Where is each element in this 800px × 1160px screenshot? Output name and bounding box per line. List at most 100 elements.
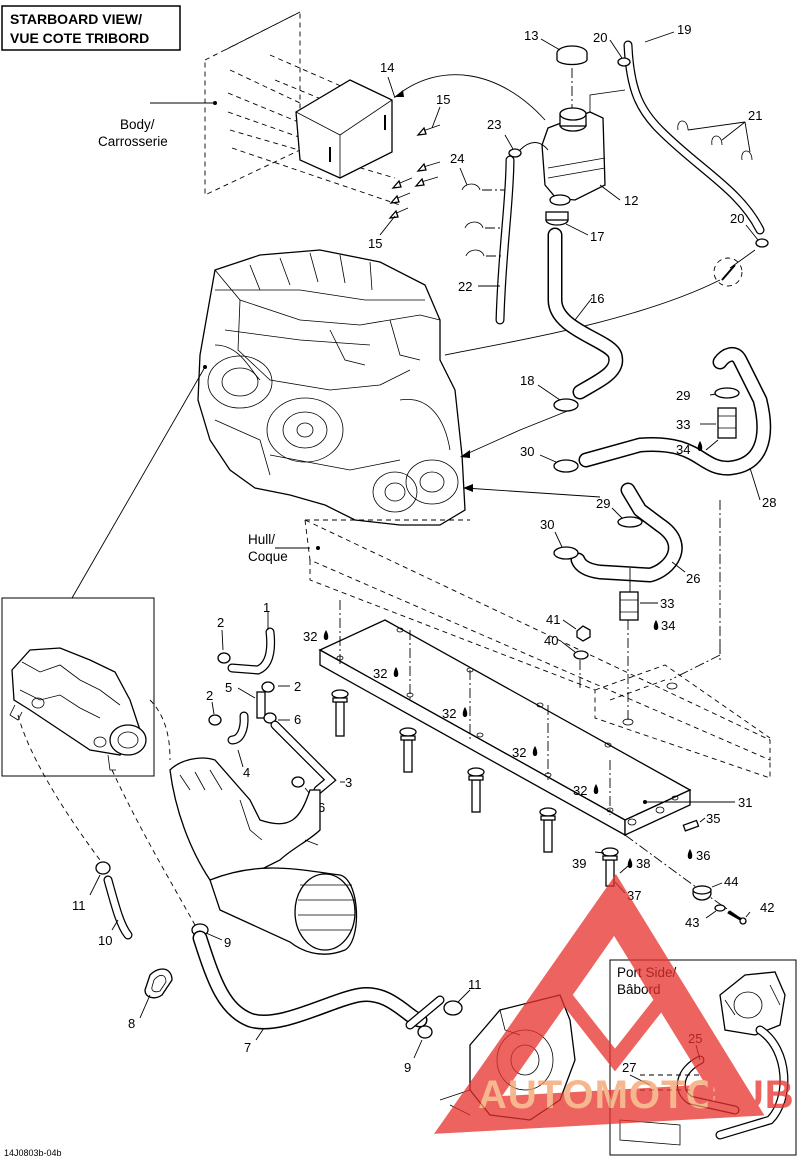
body-label-line-1: Body/: [120, 117, 155, 132]
exhaust-manifold-detail-box: [1, 597, 155, 777]
clamp-2-left: [208, 714, 222, 726]
callout-5: 5: [225, 680, 232, 695]
callout-32-a: 32: [303, 629, 317, 644]
mounting-plate: [318, 600, 692, 837]
sealant-drop-icon: [462, 707, 468, 717]
callout-15-bottom: 15: [368, 236, 382, 251]
callout-23: 23: [487, 117, 501, 132]
clamp-30-upper: [553, 459, 579, 473]
callout-2-left: 2: [206, 688, 213, 703]
tie-straps-21: [677, 120, 753, 161]
clamp-30-lower: [553, 546, 579, 560]
screw-42: [727, 910, 747, 925]
callout-26: 26: [686, 571, 700, 586]
callout-38: 38: [636, 856, 650, 871]
callout-43: 43: [685, 915, 699, 930]
callout-11-left: 11: [72, 898, 86, 913]
watermark-text-hub: HUB: [705, 1073, 795, 1117]
callout-32-b: 32: [373, 666, 387, 681]
callout-17: 17: [590, 229, 604, 244]
callout-6-upper: 6: [294, 712, 301, 727]
watermark-text-automoto: AUTOMOTO: [478, 1073, 718, 1117]
callout-44: 44: [724, 874, 738, 889]
coolant-reservoir: [541, 89, 626, 206]
callout-29-lower: 29: [596, 496, 610, 511]
hull-outline: Hull/ Coque: [248, 500, 771, 779]
callout-30-upper: 30: [520, 444, 534, 459]
callout-31: 31: [738, 795, 752, 810]
callout-33-upper: 33: [676, 417, 690, 432]
washer-41: [576, 625, 591, 642]
callout-24: 24: [450, 151, 464, 166]
callout-22: 22: [458, 279, 472, 294]
callout-32-e: 32: [573, 783, 587, 798]
callout-6-lower: 6: [318, 800, 325, 815]
clamp-2-right: [261, 681, 275, 693]
callout-7: 7: [244, 1040, 251, 1055]
callout-36: 36: [696, 848, 710, 863]
callout-20-top: 20: [593, 30, 607, 45]
adapter-33-upper: [717, 407, 737, 439]
view-title-box: STARBOARD VIEW/ VUE COTE TRIBORD: [1, 5, 181, 51]
callout-39: 39: [572, 856, 586, 871]
callout-33-lower: 33: [660, 596, 674, 611]
heat-shield-bracket: [295, 79, 393, 179]
clamp-29-upper: [714, 387, 740, 399]
clamp-18: [553, 398, 579, 412]
stud-35: [682, 819, 700, 832]
automotohub-watermark: AUTOMOTO HUB: [433, 874, 795, 1134]
callout-32-c: 32: [442, 706, 456, 721]
callout-4: 4: [243, 765, 250, 780]
clamp-20-bottom: [755, 238, 769, 248]
callout-2-top: 2: [217, 615, 224, 630]
callout-18: 18: [520, 373, 534, 388]
body-label-line-2: Carrosserie: [98, 134, 168, 149]
callout-19: 19: [677, 22, 691, 37]
drawing-reference: 14J0803b-04b: [4, 1148, 62, 1158]
clamp-6-upper: [263, 712, 277, 724]
callout-11-right: 11: [468, 977, 482, 992]
callout-15-top: 15: [436, 92, 450, 107]
hull-label-line-2: Coque: [248, 549, 288, 564]
overflow-hose: [623, 40, 765, 235]
coolant-hose-26: [570, 482, 683, 583]
callout-9-left: 9: [224, 935, 231, 950]
callout-14: 14: [380, 60, 394, 75]
washer-43: [714, 904, 726, 912]
hose-10: [103, 875, 133, 940]
callout-2-right: 2: [294, 679, 301, 694]
sealant-drop-icon: [532, 746, 538, 756]
callout-41: 41: [546, 612, 560, 627]
sealant-drop-icon: [627, 858, 633, 868]
view-title-line-1: STARBOARD VIEW/: [10, 11, 142, 27]
clamp-17: [545, 211, 569, 226]
callout-28: 28: [762, 495, 776, 510]
callout-8: 8: [128, 1016, 135, 1031]
callout-34-upper: 34: [676, 442, 690, 457]
view-title-line-2: VUE COTE TRIBORD: [10, 30, 149, 46]
hull-label-line-1: Hull/: [248, 532, 275, 547]
watermark-triangle-logo: [433, 874, 765, 1134]
sealant-drop-icon: [697, 441, 703, 451]
adapter-33-lower: [619, 591, 639, 621]
rubber-mount-44: [692, 885, 712, 901]
callout-42: 42: [760, 900, 774, 915]
clamp-11-right: [443, 1000, 463, 1016]
callout-40: 40: [544, 633, 558, 648]
screws-15: [388, 124, 441, 219]
callout-32-d: 32: [512, 745, 526, 760]
sealant-drop-icon: [593, 784, 599, 794]
reservoir-cap: [556, 45, 588, 66]
callout-3: 3: [345, 775, 352, 790]
callout-9-right: 9: [404, 1060, 411, 1075]
callout-1: 1: [263, 600, 270, 615]
hose-ring-8: [144, 968, 173, 999]
callout-34-lower: 34: [661, 618, 675, 633]
clamp-20-top: [617, 57, 631, 67]
sealant-drop-icon: [323, 630, 329, 640]
engine-block: [197, 249, 466, 526]
callout-27: 27: [622, 1060, 636, 1075]
hose-3: [270, 720, 337, 795]
clamp-9-right: [417, 1025, 433, 1039]
